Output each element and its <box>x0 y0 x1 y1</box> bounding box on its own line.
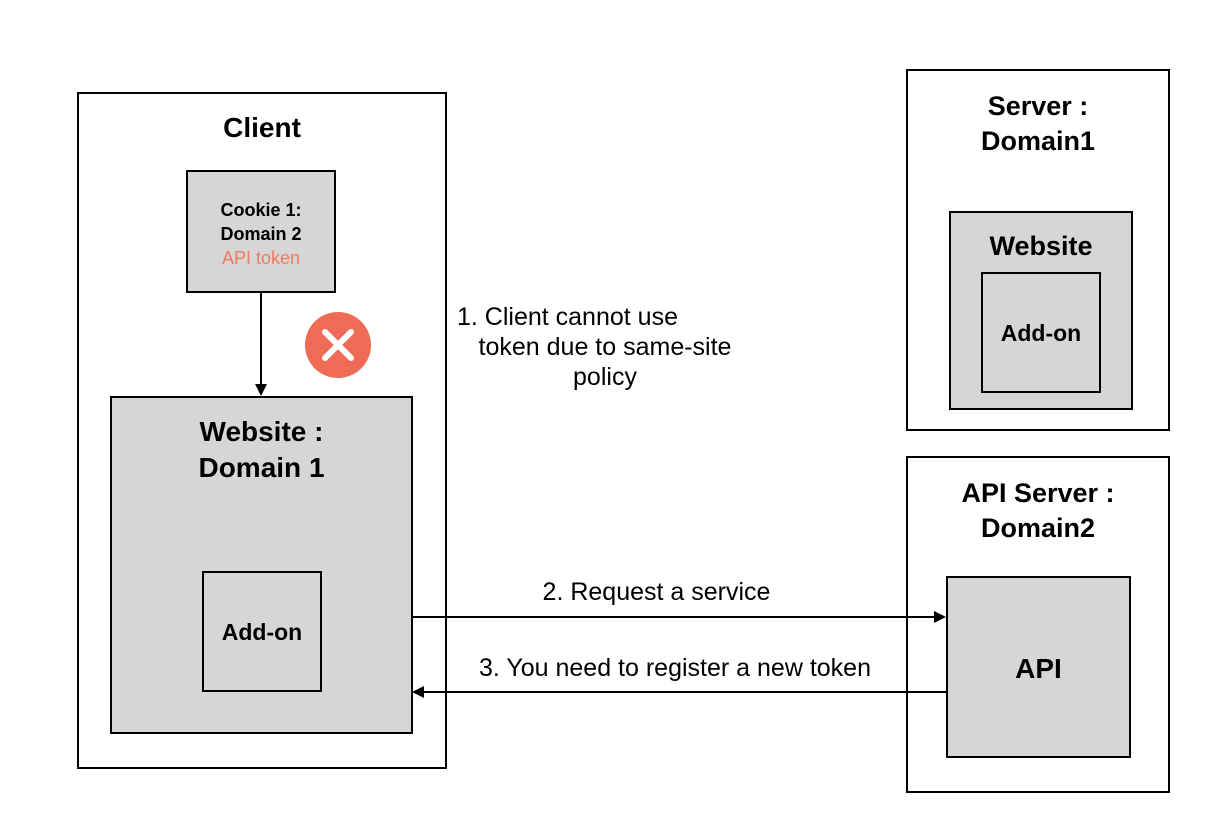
server-addon-box: Add-on <box>981 272 1101 393</box>
server-title-line2: Domain1 <box>980 126 1096 156</box>
cookie-line1: Cookie 1: <box>220 200 302 220</box>
client-website-box: Website : Domain 1 <box>110 396 413 734</box>
step1-line2: token due to same-site <box>478 333 732 361</box>
api-box: API <box>946 576 1131 758</box>
step2-label: 2. Request a service <box>542 578 771 606</box>
cookie-api-token: API token <box>221 248 301 268</box>
client-website-title-line1: Website : <box>199 416 324 447</box>
client-website-title-line2: Domain 1 <box>198 452 325 483</box>
step3-label: 3. You need to register a new token <box>479 654 871 682</box>
server-addon-label: Add-on <box>1000 320 1082 346</box>
close-icon <box>305 312 371 378</box>
api-server-title-line2: Domain2 <box>980 513 1096 543</box>
client-addon-box: Add-on <box>202 571 322 692</box>
server-title-line1: Server : <box>987 91 1089 121</box>
client-title: Client <box>223 112 301 143</box>
api-server-title-line1: API Server : <box>961 478 1115 508</box>
step1-line1: 1. Client cannot use <box>457 303 678 331</box>
api-label: API <box>1015 653 1062 684</box>
server-website-title: Website <box>989 231 1093 261</box>
step1-label: 1. Client cannot use token due to same-s… <box>440 302 770 392</box>
cookie-line2: Domain 2 <box>220 224 302 244</box>
client-addon-label: Add-on <box>221 619 303 645</box>
step1-line3: policy <box>573 363 637 391</box>
cookie-box: Cookie 1: Domain 2 API token <box>186 170 336 293</box>
